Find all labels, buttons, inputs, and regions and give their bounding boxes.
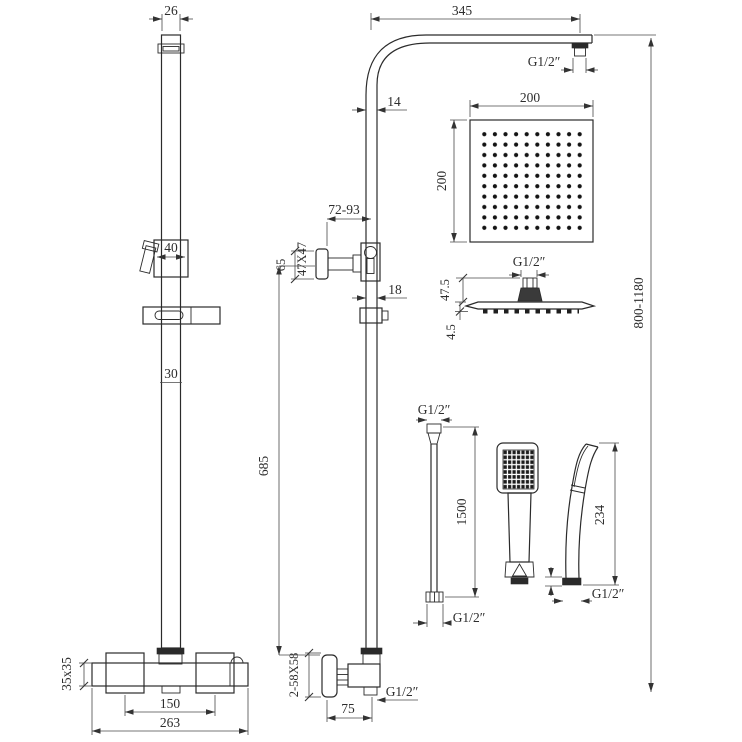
dim-hose-top-thread: G1/2″ xyxy=(418,402,451,417)
wall-bracket xyxy=(315,242,381,282)
handset-handle xyxy=(507,492,532,563)
wall-elbow xyxy=(321,647,383,698)
dim-head-height: 200 xyxy=(434,171,449,192)
hand-shower-side: G1/2″ 234 xyxy=(545,442,625,604)
dim-handle-centers: 150 xyxy=(160,696,181,711)
hose-top-connector xyxy=(426,423,442,434)
riser-figure: 345 G1/2″ 14 72-93 65 47X47 xyxy=(256,3,656,722)
head-plate xyxy=(469,119,594,243)
valve-right-handle xyxy=(195,652,235,694)
dim-lower-pipe: 18 xyxy=(388,282,402,297)
dim-bracket-reach: 72-93 xyxy=(328,202,360,217)
handset-inlet-bell xyxy=(504,561,535,578)
thermostatic-valve xyxy=(91,652,249,694)
hand-shower-front xyxy=(496,442,539,585)
dim-bottom-outlet-thread: G1/2″ xyxy=(386,684,419,699)
rail-valve-figure: 26 40 30 xyxy=(59,3,249,735)
dim-rail-width: 30 xyxy=(164,366,178,381)
arm-outlet xyxy=(574,47,586,57)
shower-head-front: 200 200 xyxy=(434,90,594,243)
valve-outlet xyxy=(161,685,181,694)
wall-flange xyxy=(321,654,338,698)
dim-valve-body: 35x35 xyxy=(59,657,74,691)
head-plate-profile xyxy=(463,301,597,310)
rail-base-collar xyxy=(156,647,185,655)
dim-head-edge: 4.5 xyxy=(444,324,458,340)
handset-side-band xyxy=(562,577,582,586)
dim-head-total-height: 47.5 xyxy=(438,279,452,301)
arm-outlet-collar xyxy=(571,42,589,49)
valve-body xyxy=(91,662,249,687)
head-nut xyxy=(517,287,543,302)
dim-rail-top-width: 26 xyxy=(164,3,178,18)
slider-block xyxy=(153,239,189,278)
slider-handle xyxy=(139,240,160,274)
dim-arm-thread: G1/2″ xyxy=(528,54,561,69)
soap-dish xyxy=(142,306,221,325)
dim-wall-plates: 2-58X58 xyxy=(287,653,301,697)
dim-upper-pipe: 14 xyxy=(387,94,401,109)
hose-holder xyxy=(359,307,389,324)
handset-connector-band xyxy=(510,577,529,585)
riser-pipe-inner xyxy=(376,42,592,648)
nozzle-dot-grid xyxy=(479,129,585,233)
dim-hose-length: 1500 xyxy=(454,498,469,525)
dim-riser-length: 685 xyxy=(256,456,271,477)
dim-head-width: 200 xyxy=(520,90,541,105)
dim-arm-length: 345 xyxy=(452,3,473,18)
rail-top-ring xyxy=(157,43,185,54)
valve-left-handle xyxy=(105,652,145,694)
riser-pipe-outer xyxy=(365,34,592,648)
dim-handset-height: 234 xyxy=(592,505,607,526)
head-connector xyxy=(522,277,538,289)
elbow-body xyxy=(347,663,381,688)
dim-hose-bottom-thread: G1/2″ xyxy=(453,610,486,625)
slide-rail xyxy=(160,34,182,649)
handset-nozzle-grid xyxy=(502,449,535,490)
dim-slider-width: 40 xyxy=(164,240,178,255)
dim-valve-overall: 263 xyxy=(160,715,181,730)
dim-head-thread: G1/2″ xyxy=(513,254,546,269)
dim-wall-offset: 75 xyxy=(341,701,355,716)
dim-bracket-height: 65 xyxy=(274,259,288,272)
diverter-button xyxy=(230,656,244,664)
dim-bracket-plate: 47X47 xyxy=(295,242,309,276)
dim-overall-height: 800-1180 xyxy=(631,277,646,328)
shower-hose-figure: G1/2″ 1500 G1/2″ xyxy=(413,402,485,627)
shower-head-side: G1/2″ 47.5 4.5 xyxy=(438,254,597,340)
dim-handset-thread: G1/2″ xyxy=(592,586,625,601)
elbow-outlet xyxy=(363,686,378,696)
